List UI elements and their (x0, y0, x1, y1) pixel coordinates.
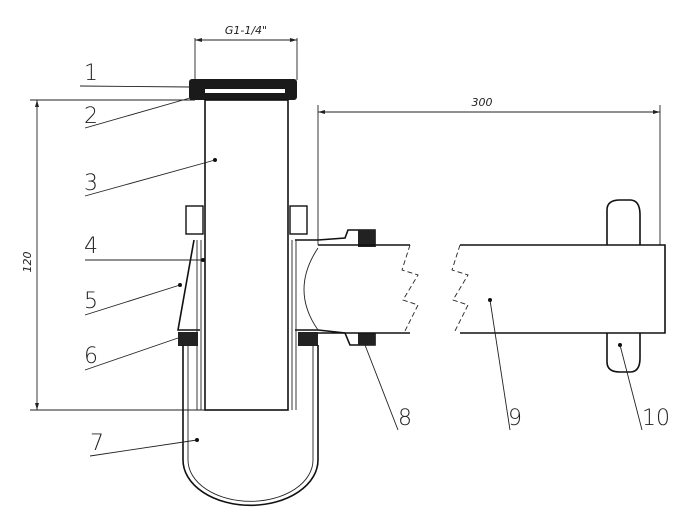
leader-lines (79, 85, 643, 457)
siphon-cup (182, 345, 319, 507)
height-dimension: 120 (21, 99, 205, 411)
length-dimension-label: 300 (472, 96, 493, 109)
length-dimension: 300 (317, 96, 661, 245)
wall-flange (606, 199, 641, 373)
part-label-3: 3 (84, 171, 98, 196)
part-label-2: 2 (84, 104, 98, 129)
union-nut (317, 229, 376, 346)
part-label-9: 9 (508, 406, 522, 431)
inner-pipe (204, 99, 289, 411)
horizontal-pipe (318, 244, 666, 334)
siphon-body (177, 205, 319, 410)
part-label-10: 10 (642, 406, 670, 431)
top-flange (189, 79, 297, 100)
part-label-7: 7 (90, 431, 104, 456)
thread-dimension-label: G1-1/4" (225, 24, 267, 37)
part-label-5: 5 (84, 289, 98, 314)
part-label-8: 8 (398, 406, 412, 431)
height-dimension-label: 120 (21, 252, 34, 273)
part-label-1: 1 (84, 61, 98, 86)
thread-dimension: G1-1/4" (194, 24, 298, 80)
part-label-6: 6 (84, 344, 98, 369)
part-label-4: 4 (84, 234, 98, 259)
